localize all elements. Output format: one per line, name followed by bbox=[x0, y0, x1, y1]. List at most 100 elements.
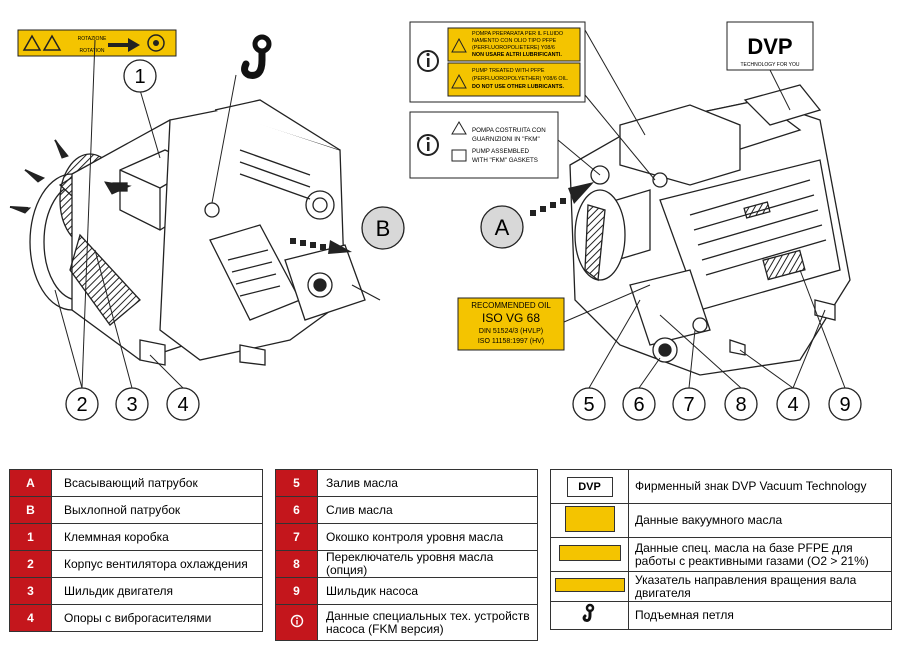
legend-text: Подъемная петля bbox=[628, 601, 892, 630]
callout-label-4-right: 4 bbox=[787, 394, 798, 416]
legend-key: A bbox=[9, 469, 52, 497]
legend-text: Данные вакуумного масла bbox=[628, 503, 892, 538]
legend-text: Переключатель уровня масла (опция) bbox=[317, 550, 538, 578]
callout-A bbox=[480, 205, 524, 249]
info-icon bbox=[290, 614, 303, 628]
legend-text: Слив масла bbox=[317, 496, 538, 524]
callout-8 bbox=[724, 387, 758, 421]
airflow-arrows bbox=[9, 139, 132, 214]
legend-key: 2 bbox=[9, 550, 52, 578]
callout-label-3: 3 bbox=[126, 394, 137, 416]
callout-label-B: B bbox=[376, 216, 391, 241]
callout-labels: 1 2 3 4 A B 5 6 7 8 4 9 bbox=[76, 66, 850, 416]
fkm-line-3: PUMP ASSEMBLED bbox=[472, 148, 529, 155]
oil-plate-line-1: RECOMMENDED OIL bbox=[471, 301, 551, 310]
callout-label-6: 6 bbox=[633, 394, 644, 416]
info-icon bbox=[417, 50, 439, 72]
legend-text: Всасывающий патрубок bbox=[51, 469, 263, 497]
legend-table-right: DVP Фирменный знак DVP Vacuum Technology… bbox=[550, 469, 892, 630]
legend-text: Корпус вентилятора охлаждения bbox=[51, 550, 263, 578]
legend-text: Залив масла bbox=[317, 469, 538, 497]
terminal-box-right bbox=[619, 104, 741, 186]
legend-key: 3 bbox=[9, 577, 52, 605]
suction-arrow bbox=[530, 182, 594, 216]
fkm-line-1: POMPA COSTRUITA CON bbox=[472, 127, 546, 134]
legend-text: Шильдик двигателя bbox=[51, 577, 263, 605]
fkm-label: POMPA COSTRUITA CON GUARNIZIONI IN "FKM"… bbox=[409, 111, 559, 179]
legend-text: Данные спец. масла на базе PFPE для рабо… bbox=[628, 537, 892, 572]
callout-4-left bbox=[166, 387, 200, 421]
legend-row: Данные спец. масла на базе PFPE для рабо… bbox=[550, 537, 892, 572]
legend-key: 6 bbox=[275, 496, 318, 524]
legend-icon-cell bbox=[550, 537, 629, 572]
right-pump-view bbox=[569, 84, 851, 376]
dvp-logo-icon: DVP bbox=[566, 476, 613, 497]
legend-key: 9 bbox=[275, 577, 318, 605]
oil-plate-line-4: ISO 11158:1997 (HV) bbox=[478, 338, 544, 345]
legend-key: 8 bbox=[275, 550, 318, 578]
pfpe-warning-icon bbox=[558, 545, 621, 561]
oil-plate: RECOMMENDED OIL ISO VG 68 DIN 51524/3 (H… bbox=[457, 297, 565, 351]
fkm-line-4: WITH "FKM" GASKETS bbox=[472, 157, 538, 164]
oil-plate-icon bbox=[564, 506, 615, 532]
rotation-sticker-icon bbox=[554, 578, 625, 592]
legend-key: 7 bbox=[275, 523, 318, 551]
legend-text: Фирменный знак DVP Vacuum Technology bbox=[628, 469, 892, 504]
legend-key: 1 bbox=[9, 523, 52, 551]
callout-label-2: 2 bbox=[76, 394, 87, 416]
pfpe-en-line-3: DO NOT USE OTHER LUBRICANTS. bbox=[472, 84, 564, 90]
pump-illustration: ROTAZIONE ROTATION bbox=[9, 21, 862, 421]
dvp-logo: DVP TECHNOLOGY FOR YOU bbox=[726, 21, 814, 71]
callout-3 bbox=[115, 387, 149, 421]
callout-label-9: 9 bbox=[839, 394, 850, 416]
legend-text: Шильдик насоса bbox=[317, 577, 538, 605]
legend-text: Опоры с виброгасителями bbox=[51, 604, 263, 632]
rotation-label-top: ROTAZIONE bbox=[78, 36, 107, 42]
legend-icon-cell bbox=[550, 601, 629, 630]
callout-label-A: A bbox=[495, 215, 510, 240]
legend-key bbox=[275, 604, 318, 641]
legend-text: Клеммная коробка bbox=[51, 523, 263, 551]
callout-1 bbox=[123, 59, 157, 93]
legend-row: Данные специальных тех. устройств насоса… bbox=[275, 604, 538, 641]
callout-B bbox=[361, 206, 405, 250]
legend-icon-cell bbox=[550, 503, 629, 538]
oil-plate-line-2: ISO VG 68 bbox=[482, 311, 540, 325]
pfpe-warning-label: POMPA PREPARATA PER IL FLUIDO NAMENTO CO… bbox=[409, 21, 586, 103]
left-pump-view bbox=[29, 99, 366, 366]
pfpe-en-line-2: (PERFLUOROPOLYETHER) Y08/6 OIL. bbox=[472, 76, 569, 82]
pfpe-it-line-3: (PERFLUOROPOLIETERE) Y08/6 bbox=[472, 45, 555, 51]
callouts bbox=[65, 59, 862, 421]
brand-logo-text: DVP bbox=[747, 34, 792, 59]
rotation-sticker: ROTAZIONE ROTATION bbox=[17, 29, 177, 57]
leader-lines bbox=[54, 29, 846, 389]
callout-label-1: 1 bbox=[134, 66, 145, 88]
callout-6 bbox=[622, 387, 656, 421]
callout-label-5: 5 bbox=[583, 394, 594, 416]
legend-text: Окошко контроля уровня масла bbox=[317, 523, 538, 551]
legend-row: DVP Фирменный знак DVP Vacuum Technology bbox=[550, 469, 892, 504]
rotation-label-bottom: ROTATION bbox=[79, 48, 104, 54]
fkm-line-2: GUARNIZIONI IN "FKM" bbox=[472, 136, 540, 143]
legend-row: Данные вакуумного масла bbox=[550, 503, 892, 538]
oil-plate-line-3: DIN 51524/3 (HVLP) bbox=[479, 328, 543, 335]
legend-row: Указатель направления вращения вала двиг… bbox=[550, 571, 892, 602]
legend-text: Указатель направления вращения вала двиг… bbox=[628, 571, 892, 602]
lifting-hook-icon bbox=[241, 34, 272, 79]
legend-icon-cell bbox=[550, 571, 629, 602]
callout-label-7: 7 bbox=[683, 394, 694, 416]
callout-7 bbox=[672, 387, 706, 421]
lifting-hook-icon bbox=[582, 603, 594, 622]
legend-text: Данные специальных тех. устройств насоса… bbox=[317, 604, 538, 641]
